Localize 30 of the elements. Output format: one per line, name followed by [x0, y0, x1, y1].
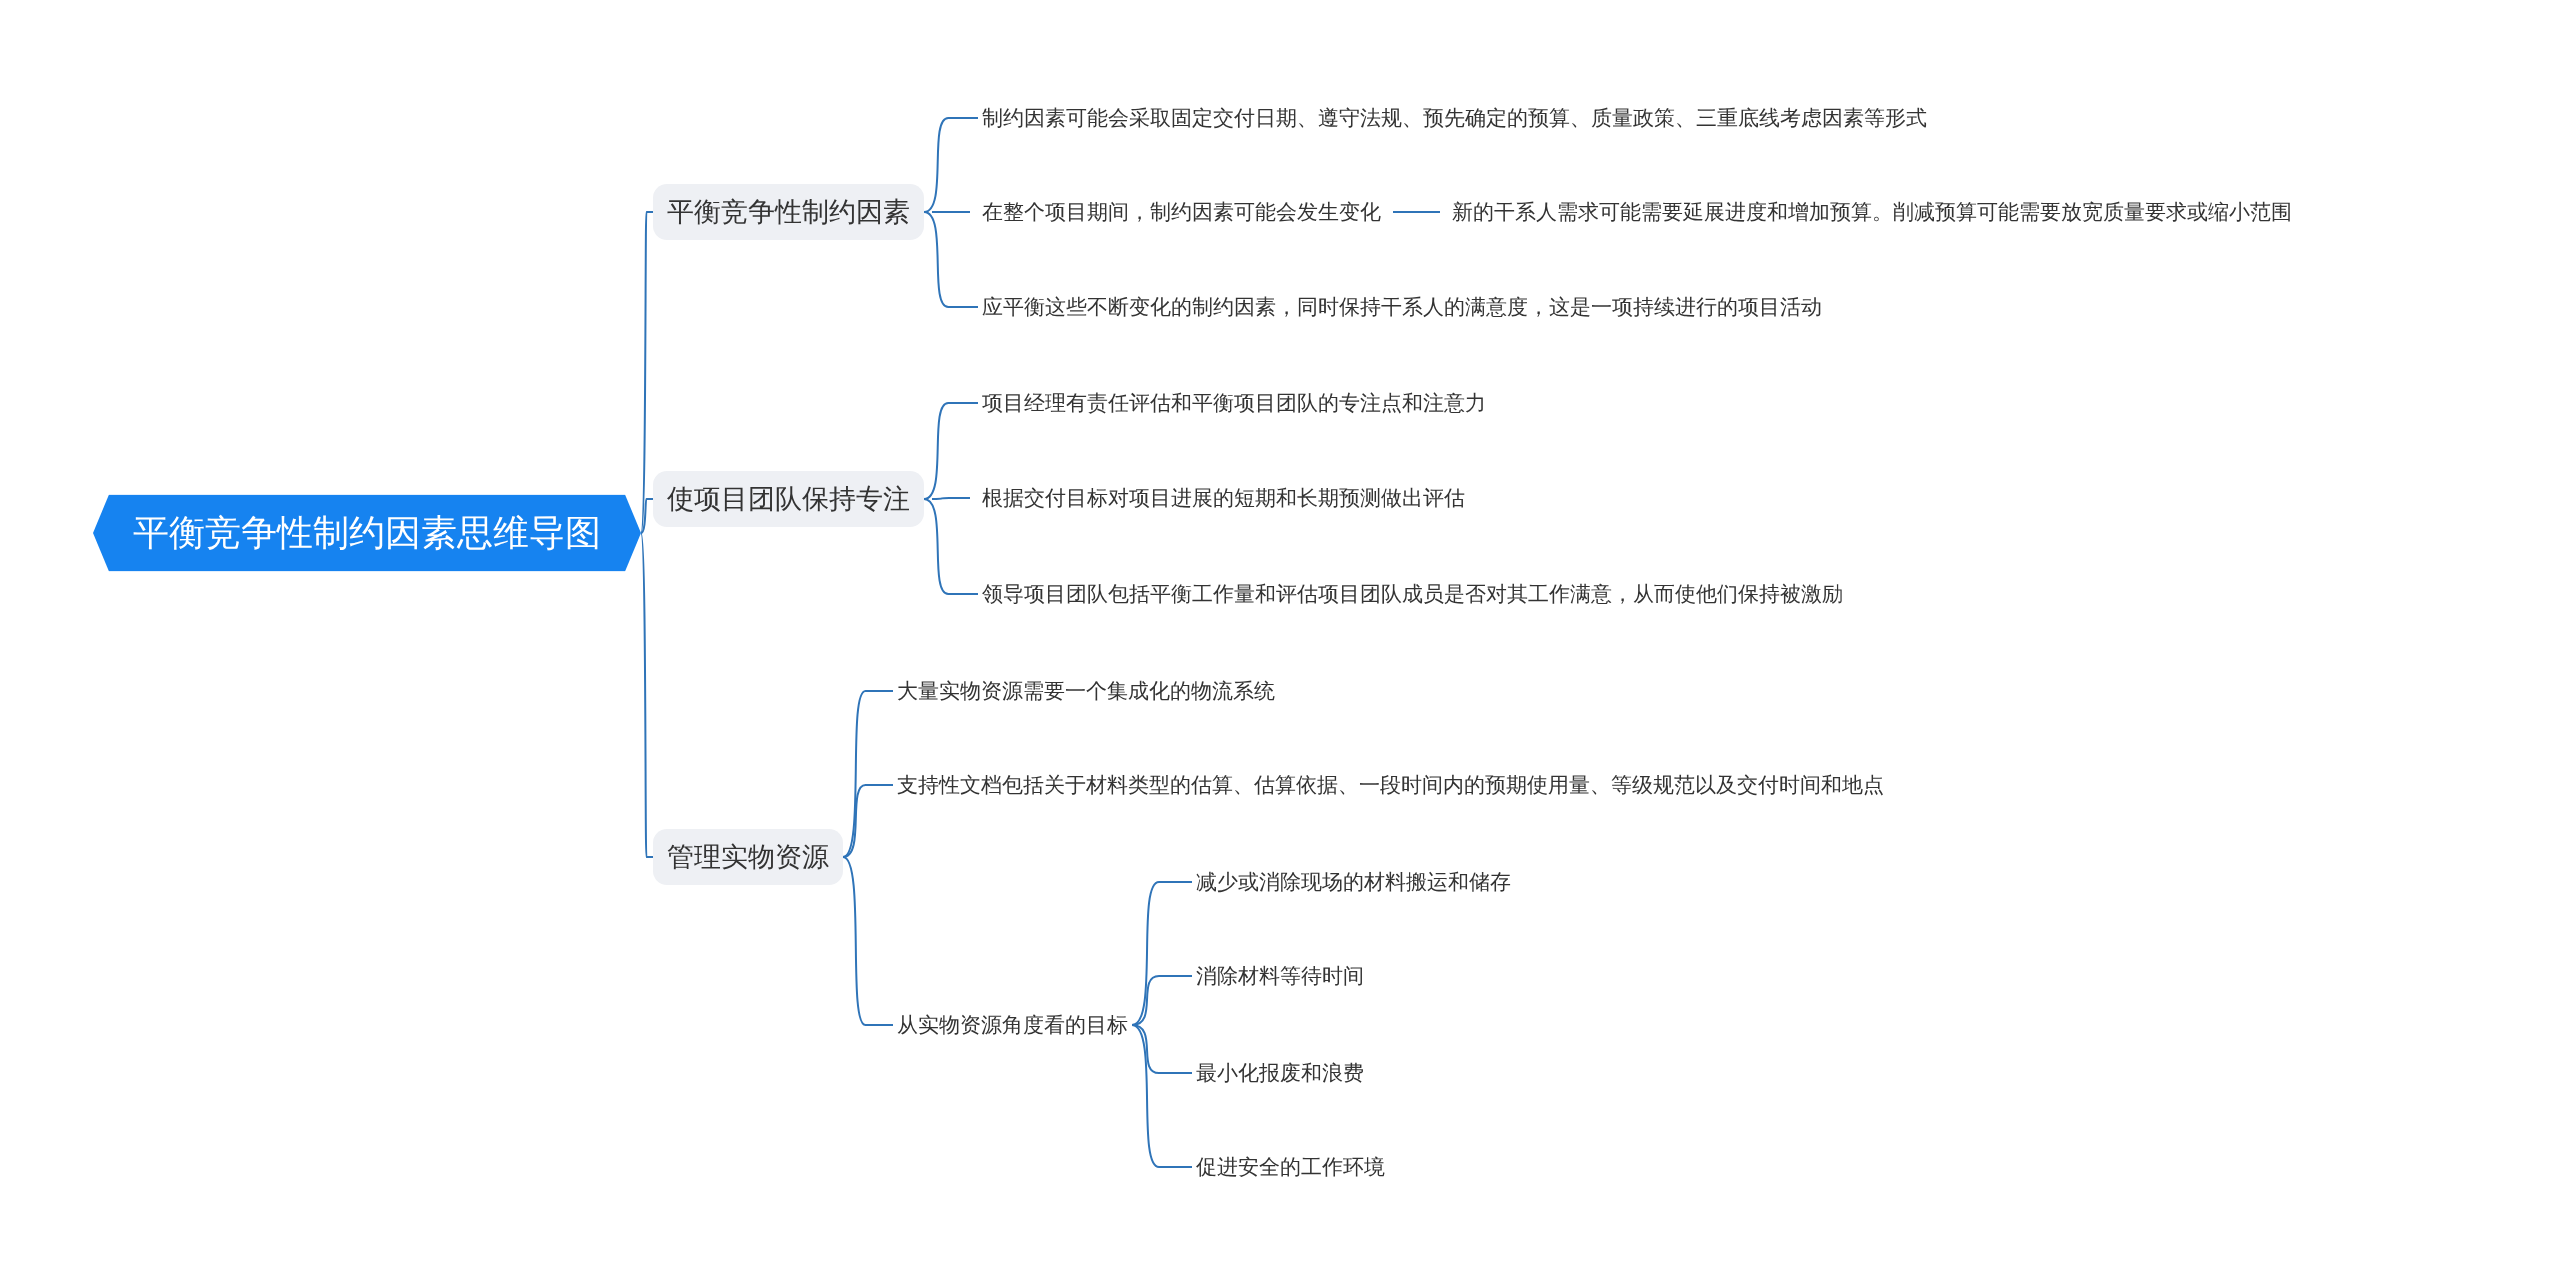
leaf-topic: 大量实物资源需要一个集成化的物流系统 [893, 675, 1279, 707]
connector-line [1131, 881, 1193, 1026]
connector-line [842, 856, 894, 1026]
connector-line [931, 211, 971, 213]
connector-line [923, 117, 979, 213]
branch-topic: 使项目团队保持专注 [653, 471, 924, 527]
branch-topic: 平衡竞争性制约因素 [653, 184, 924, 240]
leaf-topic: 消除材料等待时间 [1192, 960, 1368, 992]
leaf-topic: 支持性文档包括关于材料类型的估算、估算依据、一段时间内的预期使用量、等级规范以及交付时间和地点 [893, 769, 1888, 801]
leaf-topic: 最小化报废和浪费 [1192, 1057, 1368, 1089]
leaf-topic: 促进安全的工作环境 [1192, 1151, 1389, 1183]
leaf-topic: 减少或消除现场的材料搬运和储存 [1192, 866, 1515, 898]
leaf-topic: 根据交付目标对项目进展的短期和长期预测做出评估 [978, 482, 1469, 514]
leaf-topic: 项目经理有责任评估和平衡项目团队的专注点和注意力 [978, 387, 1490, 419]
connector-line [931, 497, 971, 500]
leaf-topic: 应平衡这些不断变化的制约因素，同时保持干系人的满意度，这是一项持续进行的项目活动 [978, 291, 1826, 323]
connector-line [640, 498, 654, 534]
connector-line [923, 402, 979, 500]
leaf-topic: 从实物资源角度看的目标 [893, 1009, 1132, 1041]
root-topic: 平衡竞争性制约因素思维导图 [93, 494, 641, 572]
leaf-topic: 领导项目团队包括平衡工作量和评估项目团队成员是否对其工作满意，从而使他们保持被激励 [978, 578, 1847, 610]
leaf-topic: 制约因素可能会采取固定交付日期、遵守法规、预先确定的预算、质量政策、三重底线考虑因素等形式 [978, 102, 1931, 134]
connector-line [923, 498, 979, 595]
branch-topic: 管理实物资源 [653, 829, 843, 885]
connector-line [1392, 211, 1441, 213]
connector-line [842, 784, 894, 858]
connector-line [923, 211, 979, 308]
leaf-topic: 新的干系人需求可能需要延展进度和增加预算。削减预算可能需要放宽质量要求或缩小范围 [1448, 196, 2296, 228]
leaf-topic: 在整个项目期间，制约因素可能会发生变化 [978, 196, 1385, 228]
connector-line [1131, 1024, 1193, 1168]
